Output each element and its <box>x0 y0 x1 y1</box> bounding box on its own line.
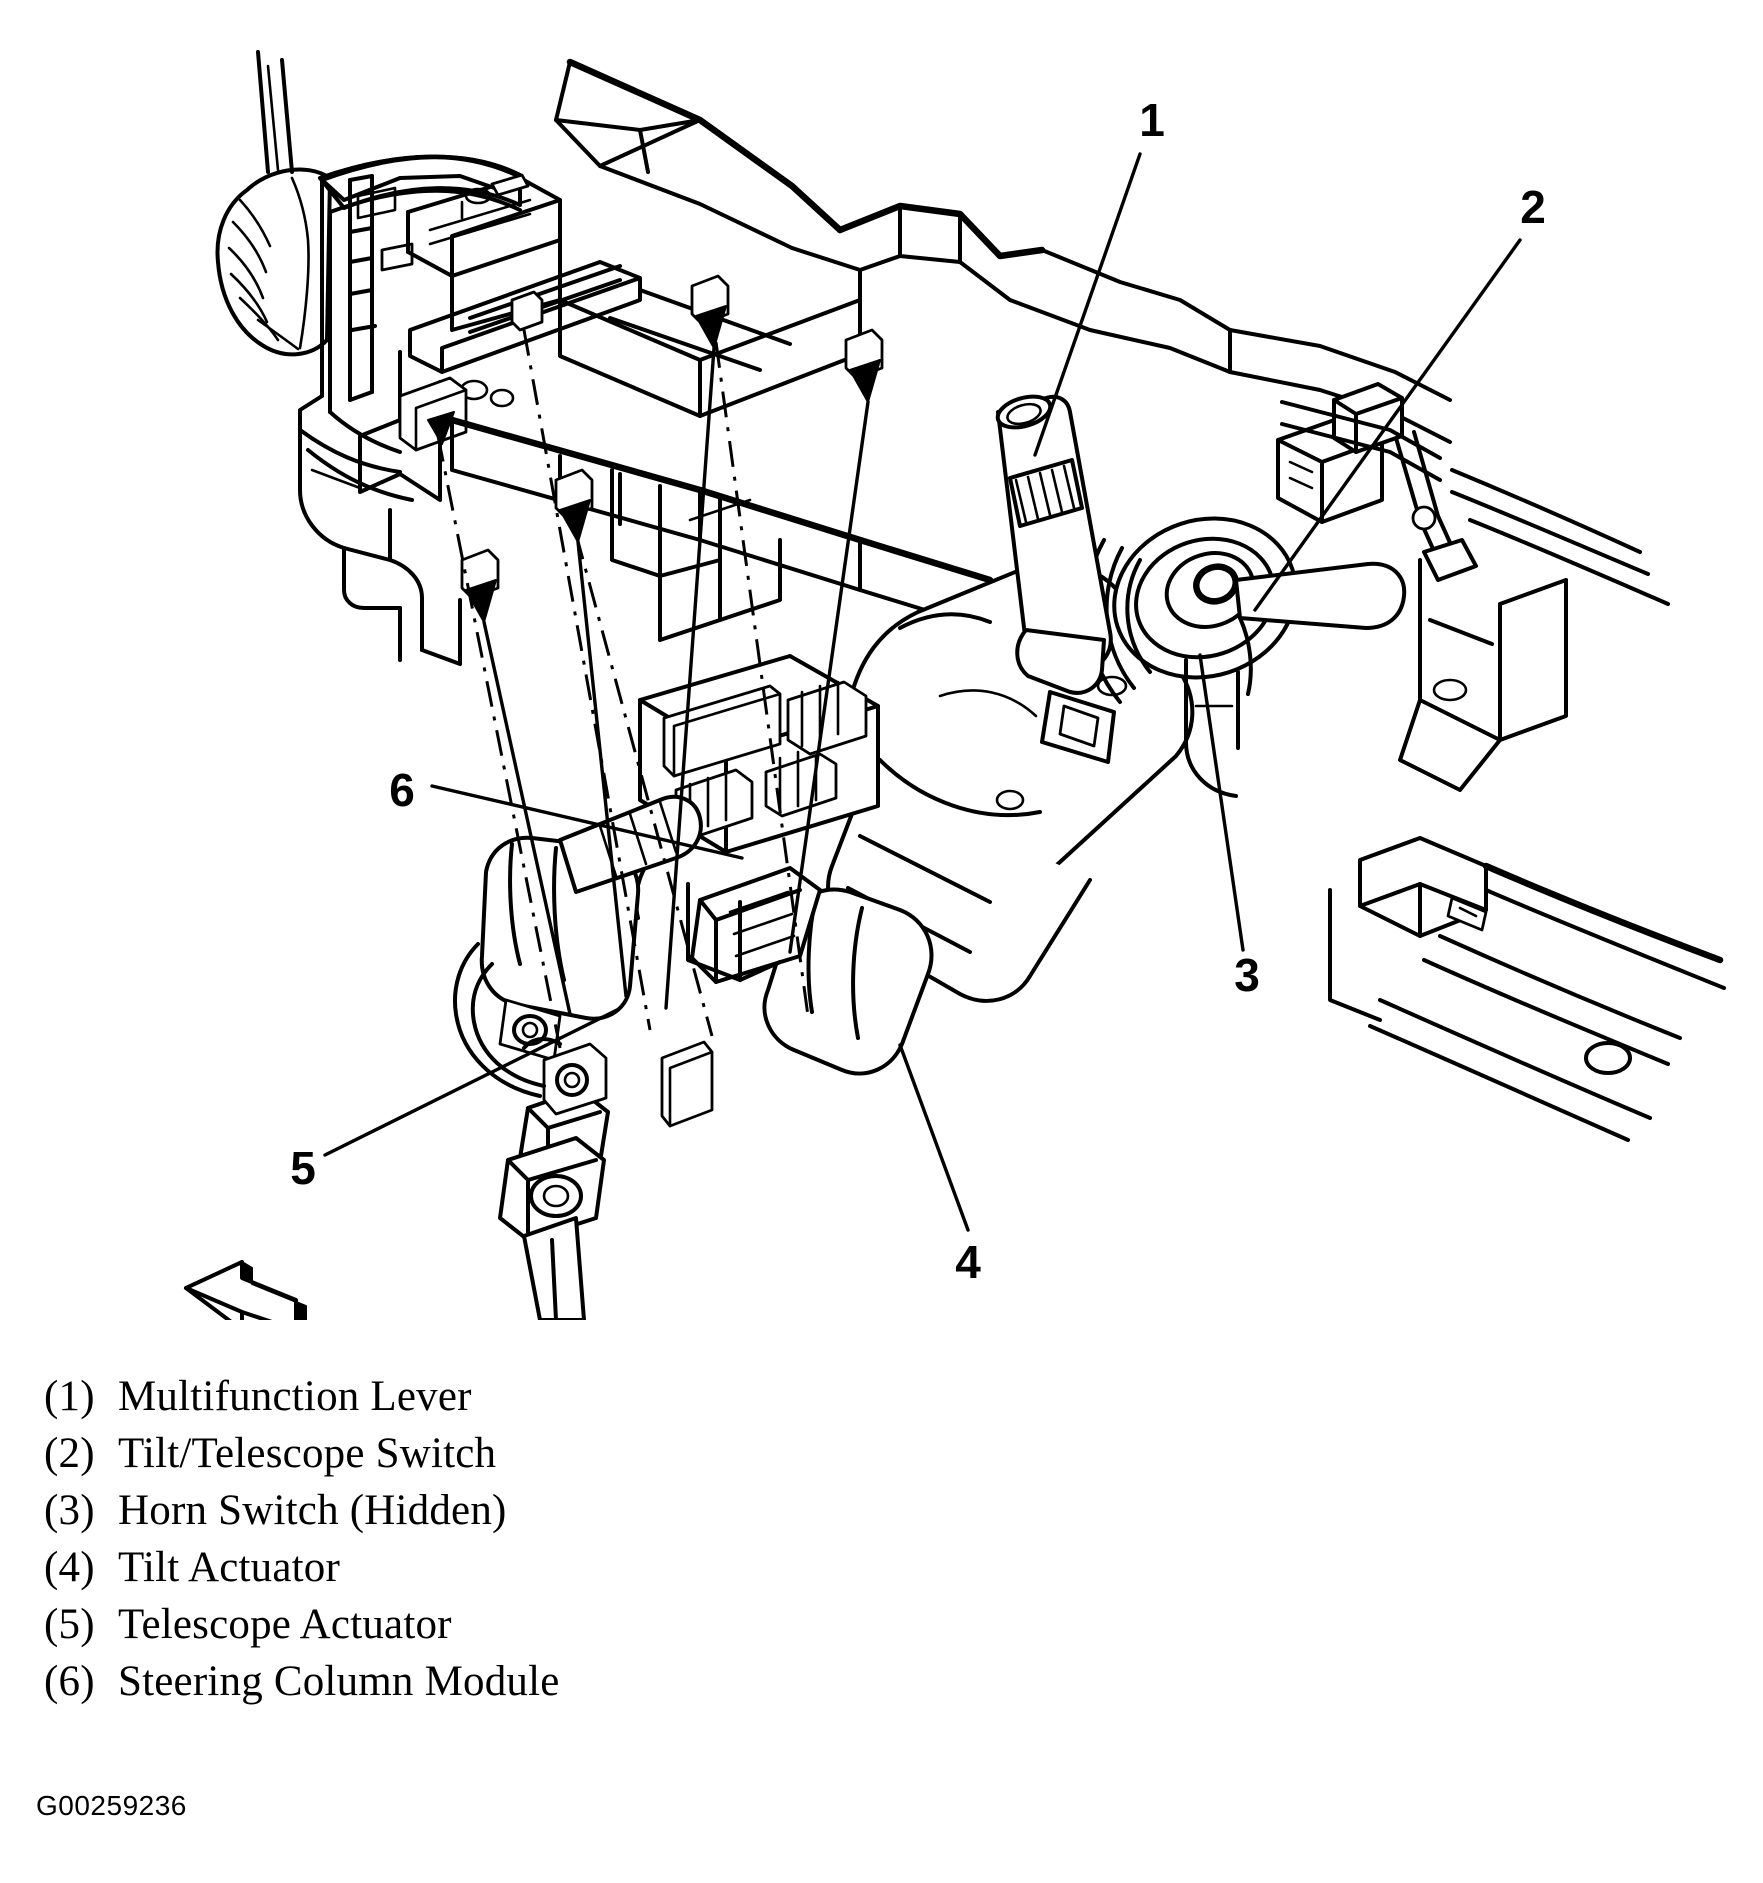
callout-number-4: 4 <box>955 1236 981 1288</box>
figure-id-label: G00259236 <box>36 1790 187 1821</box>
intermediate-shaft-ujoint <box>498 1037 610 1320</box>
legend-item-3: (3) Horn Switch (Hidden) <box>44 1482 944 1539</box>
callout-number-1: 1 <box>1139 94 1165 146</box>
callout-number-5: 5 <box>290 1142 316 1194</box>
ip-reinforcement-left <box>358 260 642 502</box>
a-pillar-bracket <box>348 174 414 402</box>
lower-cowl-bracket-left <box>298 428 462 666</box>
ip-right-bracket <box>1398 558 1568 792</box>
leader-4 <box>898 1043 970 1232</box>
legend-index-3: (3) <box>44 1487 95 1534</box>
fastener-centerlines <box>436 329 810 1049</box>
module-lower-bracket <box>660 882 782 1128</box>
legend-label-6: Steering Column Module <box>118 1658 560 1705</box>
callout-number-6: 6 <box>389 764 415 816</box>
leader-6 <box>430 784 744 860</box>
callout-number-3: 3 <box>1234 949 1260 1001</box>
lower-right-rail <box>1328 836 1726 1142</box>
legend-label-4: Tilt Actuator <box>118 1544 341 1591</box>
telescope-actuator <box>479 794 703 1062</box>
callout-number-2: 2 <box>1520 181 1546 233</box>
legend-label-2: Tilt/Telescope Switch <box>118 1430 497 1477</box>
legend-index-5: (5) <box>44 1601 95 1648</box>
technical-illustration-svg: 1 2 3 4 5 6 <box>184 50 1726 1320</box>
leader-5 <box>323 1008 619 1157</box>
corrugated-hose <box>215 167 332 357</box>
forward-direction-arrow <box>184 1260 307 1320</box>
multifunction-lever <box>995 394 1113 695</box>
legend-label-1: Multifunction Lever <box>118 1373 472 1420</box>
callout-numbers: 1 2 3 4 5 6 <box>290 94 1546 1288</box>
hose-inlet-tubes <box>256 50 294 174</box>
legend-label-5: Telescope Actuator <box>118 1601 452 1648</box>
fastener-symbols <box>427 274 884 623</box>
legend-item-5: (5) Telescope Actuator <box>44 1596 944 1653</box>
legend-item-4: (4) Tilt Actuator <box>44 1539 944 1596</box>
legend-item-6: (6) Steering Column Module <box>44 1653 944 1710</box>
leader-1 <box>1033 152 1142 457</box>
steering-column-line-drawing: 1 2 3 4 5 6 <box>184 50 1726 1320</box>
fastener-leader-lines <box>482 346 870 1016</box>
steering-column-module <box>638 654 880 854</box>
center-stack-support <box>610 468 782 642</box>
instrument-panel-top-surface <box>554 58 1452 444</box>
legend-index-4: (4) <box>44 1544 95 1591</box>
legend-item-2: (2) Tilt/Telescope Switch <box>44 1425 944 1482</box>
column-connector-block <box>1040 690 1116 764</box>
legend-index-2: (2) <box>44 1430 95 1477</box>
leader-3 <box>1198 653 1245 952</box>
legend-item-1: (1) Multifunction Lever <box>44 1368 944 1425</box>
callout-leader-lines <box>323 152 1522 1232</box>
component-legend: (1) Multifunction Lever (2) Tilt/Telesco… <box>44 1368 944 1710</box>
knee-bolster-skirt <box>453 942 546 1098</box>
legend-label-3: Horn Switch (Hidden) <box>118 1487 507 1534</box>
legend-index-1: (1) <box>44 1373 95 1420</box>
leader-2 <box>1253 238 1522 612</box>
column-mount-bracket <box>1184 658 1240 798</box>
ip-beam-right <box>1280 400 1670 606</box>
legend-index-6: (6) <box>44 1658 95 1705</box>
